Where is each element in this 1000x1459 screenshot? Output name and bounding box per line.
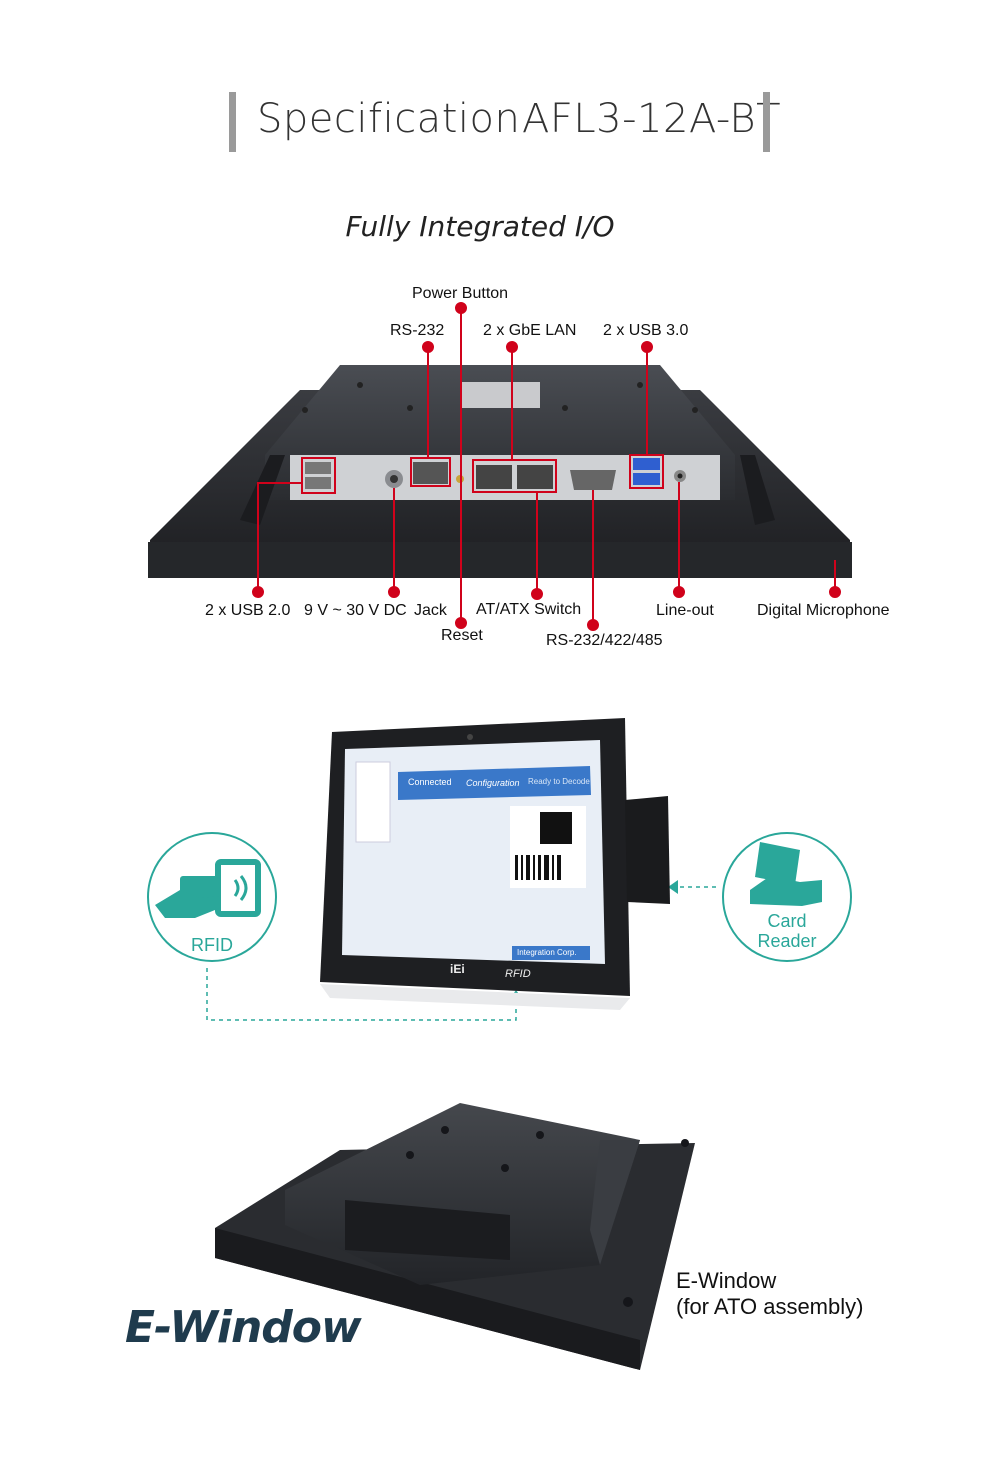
- label-line-out: Line-out: [656, 602, 714, 619]
- ewindow-device-illustration: [215, 1103, 695, 1370]
- io-device-illustration: [148, 302, 852, 631]
- label-usb20: 2 x USB 2.0: [205, 602, 291, 619]
- header-bar-right: [763, 92, 770, 152]
- label-rs232: RS-232: [390, 322, 445, 339]
- label-jack: Jack: [414, 602, 447, 619]
- label-digital-microphone: Digital Microphone: [757, 602, 890, 619]
- screen-brand-text: Integration Corp.: [517, 948, 577, 957]
- label-gbe-lan: 2 x GbE LAN: [483, 322, 577, 339]
- ewindow-caption-line2: (for ATO assembly): [676, 1294, 864, 1319]
- section-subtitle: Fully Integrated I/O: [345, 210, 615, 243]
- screen-status-text: Connected: [408, 777, 452, 787]
- ewindow-logo: E-Window: [125, 1302, 362, 1353]
- rfid-badge-label: RFID: [191, 935, 233, 955]
- label-reset: Reset: [441, 627, 483, 644]
- rfid-icon: [155, 859, 261, 918]
- card-reader-icon: [750, 842, 822, 906]
- screen-config-text: Configuration: [466, 778, 520, 788]
- label-power-button: Power Button: [412, 285, 509, 302]
- label-rs232-422-485: RS-232/422/485: [546, 632, 663, 649]
- card-reader-badge-label-2: Reader: [757, 931, 817, 951]
- tablet-rfid-mark: RFID: [505, 968, 531, 980]
- label-dc: 9 V ~ 30 V DC: [304, 602, 407, 619]
- label-atx-switch: AT/ATX Switch: [476, 601, 582, 618]
- page-title-left: Specification: [257, 96, 521, 142]
- page-title-model: AFL3-12A-BT: [522, 96, 782, 142]
- label-usb30: 2 x USB 3.0: [603, 322, 689, 339]
- rfid-device-illustration: [147, 718, 852, 1021]
- tablet-iei-logo: iEi: [450, 962, 465, 976]
- screen-ready-text: Ready to Decode: [528, 777, 590, 786]
- ewindow-caption-line1: E-Window: [676, 1268, 777, 1293]
- header-bar-left: [229, 92, 236, 152]
- card-reader-badge-label-1: Card: [767, 911, 807, 931]
